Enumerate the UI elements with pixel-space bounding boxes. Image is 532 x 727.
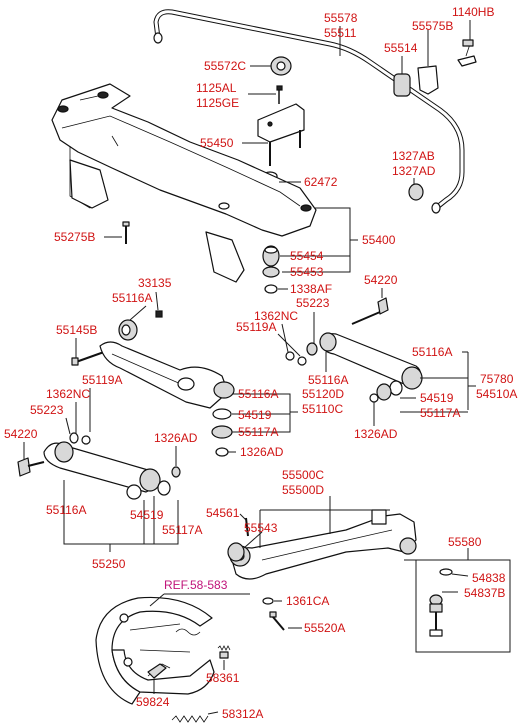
strut-59824 <box>147 663 167 679</box>
label-1326ad-center: 1326AD <box>240 445 284 459</box>
stabilizer-end-bushing <box>408 183 424 201</box>
label-55453: 55453 <box>290 265 324 279</box>
label-55117a-right: 55117A <box>420 406 460 420</box>
bolt-54220-lower <box>17 457 45 477</box>
label-55511: 55511 <box>324 26 357 40</box>
nut-1362nc-upper <box>285 351 307 366</box>
label-55117a-lower: 55117A <box>162 523 202 537</box>
label-1326ad-right: 1326AD <box>354 427 398 441</box>
bolt-1125 <box>276 85 283 104</box>
label-55514: 55514 <box>384 41 418 55</box>
label-1327ad: 1327AD <box>392 164 436 178</box>
label-58361: 58361 <box>206 671 240 685</box>
label-59824: 59824 <box>136 695 170 709</box>
label-55400: 55400 <box>362 233 396 247</box>
bushing-55543 <box>227 542 245 562</box>
label-55572c: 55572C <box>204 59 246 73</box>
clip-1361ca <box>262 597 274 605</box>
bolt-55145b <box>71 351 105 366</box>
label-1326ad-left: 1326AD <box>154 431 198 445</box>
label-1125al: 1125AL <box>196 81 237 95</box>
label-55116a-knuckle: 55116A <box>238 387 278 401</box>
label-55110c: 55110C <box>302 402 343 416</box>
label-62472: 62472 <box>304 175 338 189</box>
kit-55580-box <box>415 559 511 653</box>
label-54510a: 54510A <box>476 387 517 401</box>
label-55116a-lower: 55116A <box>46 503 86 517</box>
label-54519-lower: 54519 <box>130 508 164 522</box>
label-55275b: 55275B <box>54 230 95 244</box>
label-54220-lower: 54220 <box>4 427 38 441</box>
bolt-54561 <box>245 517 249 537</box>
label-55450: 55450 <box>200 136 234 150</box>
trailing-upper-arm-right <box>319 332 423 390</box>
crossmember <box>51 83 317 283</box>
upper-control-arm <box>99 341 229 409</box>
label-54519-center: 54519 <box>238 408 272 422</box>
label-54561: 54561 <box>206 506 240 520</box>
label-54519-right: 54519 <box>420 391 454 405</box>
spring-58361 <box>217 645 231 659</box>
crossmember-bushing <box>262 245 280 278</box>
label-1362nc-upper: 1362NC <box>254 309 298 323</box>
label-1362nc-lower: 1362NC <box>46 387 90 401</box>
stabilizer-link-bushing <box>270 56 292 76</box>
label-55454: 55454 <box>290 249 324 263</box>
label-55119a-upper: 55119A <box>236 320 276 334</box>
label-54838: 54838 <box>472 571 506 585</box>
label-55117a-center: 55117A <box>238 425 278 439</box>
label-55543: 55543 <box>244 521 278 535</box>
label-75780: 75780 <box>480 372 514 386</box>
label-55223-lower: 55223 <box>30 403 64 417</box>
label-55500c: 55500C <box>282 468 324 482</box>
bolt-54220-upper <box>351 297 389 325</box>
label-55116a-top: 55116A <box>112 291 152 305</box>
part-labels: 55578 55511 55575B 1140HB 55514 55572C 1… <box>4 5 517 721</box>
label-55580: 55580 <box>448 535 482 549</box>
label-33135: 33135 <box>138 276 172 290</box>
label-55116a-right: 55116A <box>412 345 452 359</box>
spring-58312a <box>171 715 209 723</box>
label-55578: 55578 <box>324 11 358 25</box>
label-55116a-mid: 55116A <box>308 373 348 387</box>
label-54220-upper: 54220 <box>364 273 398 287</box>
label-55520a: 55520A <box>304 621 345 635</box>
label-55500d: 55500D <box>282 483 324 497</box>
leader-lines <box>23 20 476 715</box>
label-55120d: 55120D <box>302 387 344 401</box>
label-55145b: 55145B <box>56 323 97 337</box>
bolt-55520a <box>269 611 285 631</box>
brake-assembly <box>95 596 215 705</box>
stabilizer-bushing <box>393 39 477 97</box>
label-1361ca: 1361CA <box>286 594 329 608</box>
label-55250: 55250 <box>92 557 126 571</box>
washer-55223-lower <box>69 432 91 445</box>
label-1125ge: 1125GE <box>196 96 239 110</box>
label-1140hb: 1140HB <box>452 5 494 19</box>
label-1327ab: 1327AB <box>392 149 435 163</box>
label-54837b: 54837B <box>464 586 505 600</box>
label-58312a: 58312A <box>222 707 263 721</box>
lateral-rod-55250 <box>43 441 181 500</box>
stabilizer-bracket <box>257 103 305 166</box>
label-ref-58-583: REF.58-583 <box>164 578 228 592</box>
ball-joint <box>211 381 235 457</box>
bolt-55275b <box>122 221 130 244</box>
label-1338af: 1338AF <box>290 282 332 296</box>
label-55223-upper: 55223 <box>296 296 330 310</box>
upper-arm-bushing-33135 <box>118 310 163 341</box>
label-55119a-lower: 55119A <box>82 373 122 387</box>
label-55575b: 55575B <box>412 19 453 33</box>
nut-1338af <box>264 284 278 294</box>
bushing-54519-right <box>369 380 403 403</box>
washer-55223-upper <box>306 342 318 356</box>
